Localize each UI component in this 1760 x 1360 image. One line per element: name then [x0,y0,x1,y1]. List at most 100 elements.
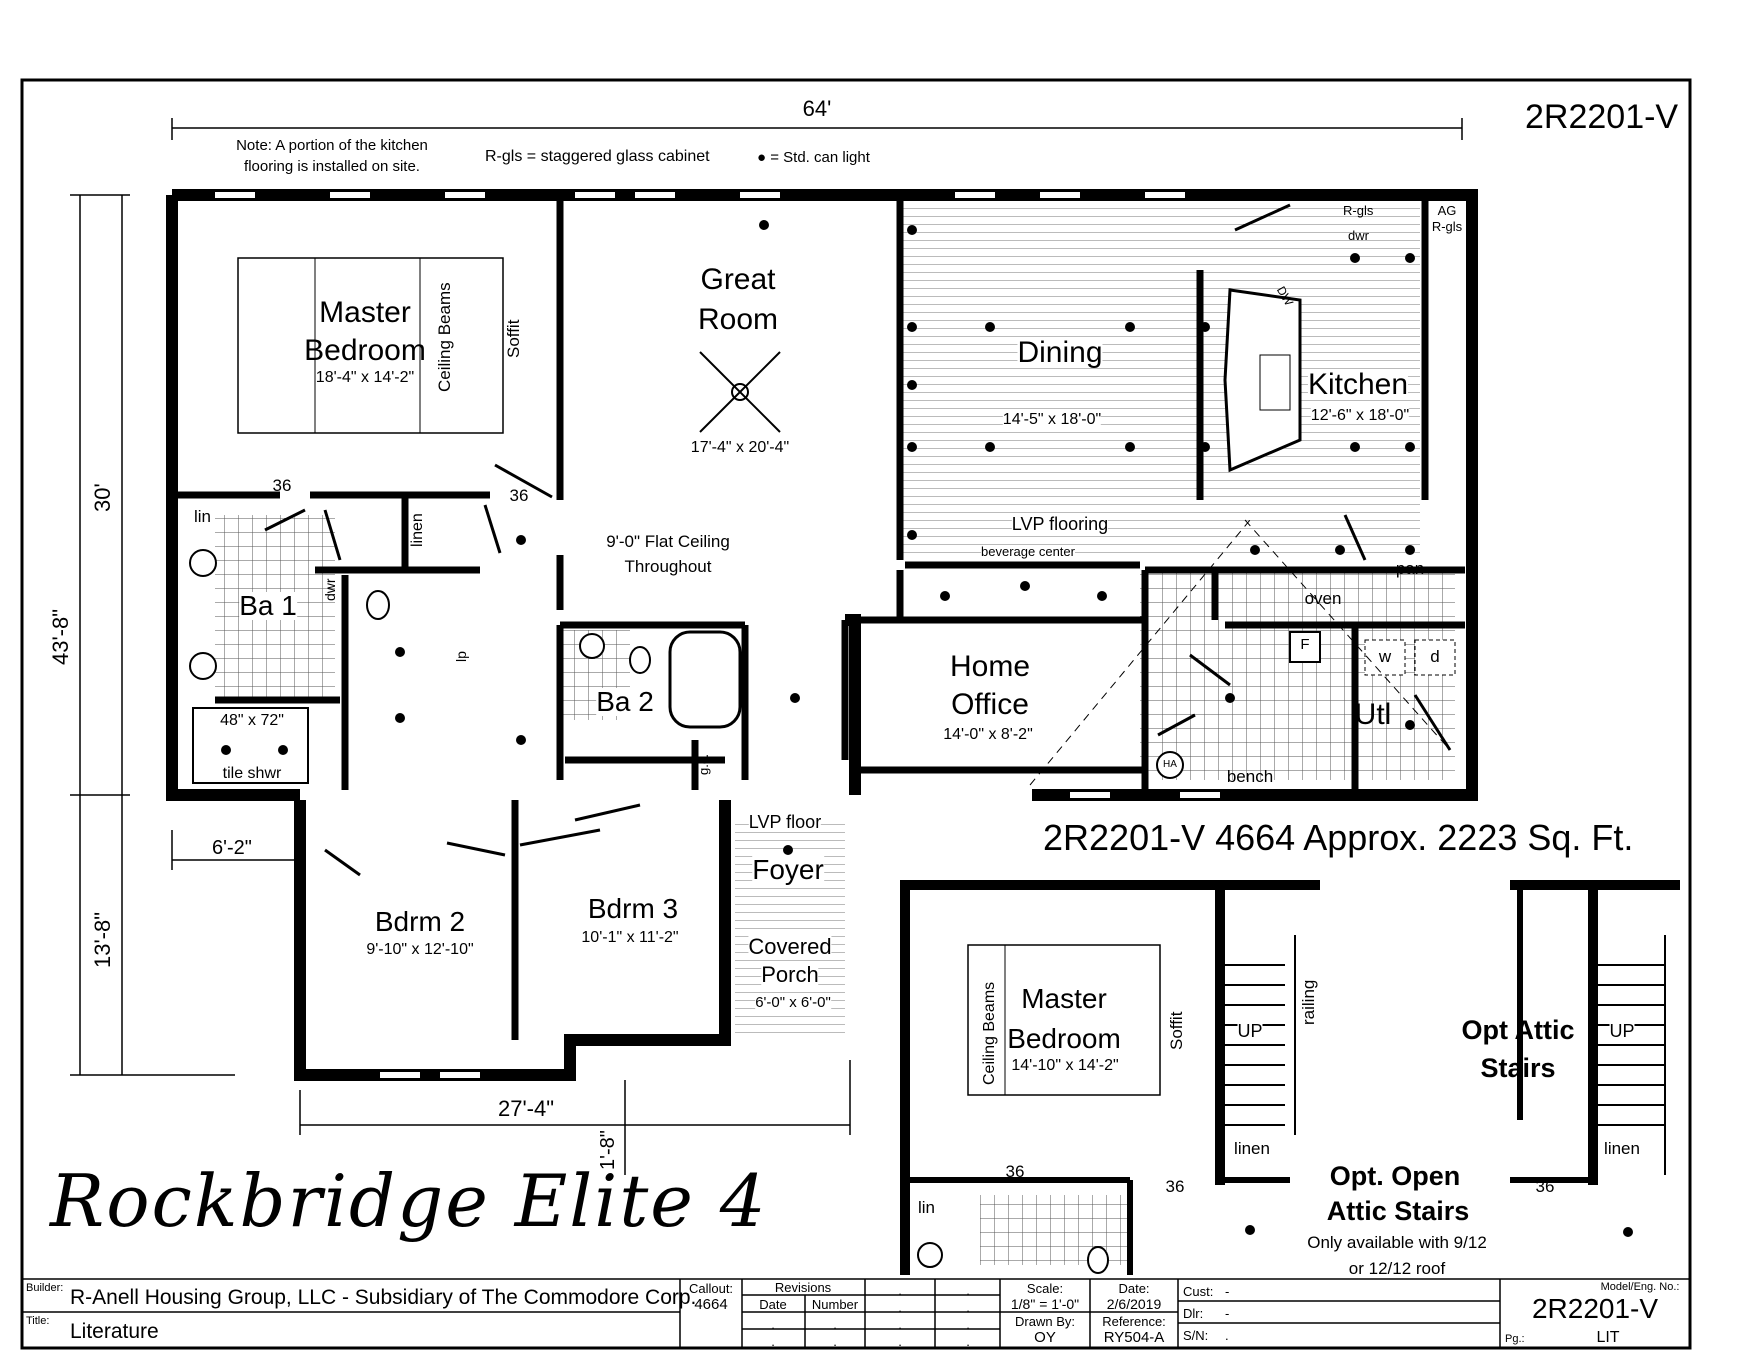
model-id-header: 2R2201-V [1525,98,1679,136]
bath1-title: Ba 1 [239,590,297,621]
opt-attic-stairs-title-2: Stairs [1480,1053,1556,1083]
bedroom2-size: 9'-10" x 12'-10" [366,941,474,958]
door-36-a: 36 [272,476,292,495]
bedroom3-size: 10'-1" x 11'-2" [581,929,679,946]
revisions-number-col: Number [811,1297,859,1312]
shower-size: 48" x 72" [220,712,284,729]
pantry-label: pan [1395,559,1425,578]
plan-name-script: Rockbridge Elite 4 [50,1159,768,1243]
overall-width-dim: 64' [802,96,832,121]
alt-railing-label: railing [1299,979,1318,1025]
ha-label: HA [1163,759,1177,770]
callout-label: Callout: [688,1281,734,1296]
dwr-label: dwr [1348,228,1369,243]
master-bedroom-title-2: Bedroom [304,334,426,367]
dlr-label: Dlr: [1183,1306,1204,1321]
opt-open-stairs-title-1: Opt. Open [1329,1161,1461,1191]
alt-sink [917,1242,943,1268]
bedroom2-title: Bdrm 2 [374,906,466,937]
home-office-title-2: Office [951,688,1029,721]
bathtub [668,630,742,729]
lp-label: lp [453,651,469,662]
alt-plan-interior [905,885,1590,1275]
ha-unit [1156,751,1184,779]
bath2-title: Ba 2 [596,686,654,717]
page-border [20,78,1692,1350]
alt-lin-label: lin [918,1198,936,1217]
kitchen-sink [1259,354,1291,411]
alt-soffit: Soffit [1167,1011,1186,1050]
master-bedroom-title-1: Master [319,296,411,329]
alt-plan-walls [900,880,1680,1275]
lvp-floor-label: LVP floor [748,812,822,832]
dryer-label: d [1430,647,1440,666]
scale-value: 1/8" = 1'-0" [1010,1296,1080,1312]
title-block-grid [22,1278,1690,1348]
furnace-label: F [1300,636,1310,653]
dwr-bath-label: dwr [322,578,338,601]
revisions-dot-11: . [898,1334,902,1349]
revisions-dot-8: . [966,1317,970,1332]
opt-open-note-1: Only available with 9/12 [1307,1233,1487,1252]
dim-30: 30' [90,483,115,512]
date-label: Date: [1118,1281,1150,1296]
kitchen-title: Kitchen [1307,368,1409,401]
tile-shower-label: tile shwr [222,765,282,782]
great-room-title-1: Great [700,263,776,296]
page-label: Pg.: [1505,1333,1525,1345]
drawn-by-label: Drawn By: [1015,1314,1075,1329]
title-value: Literature [70,1320,159,1343]
alt-door-36-a: 36 [1005,1162,1025,1181]
reference-value: RY504-A [1103,1329,1165,1346]
revisions-dot-7: . [898,1317,902,1332]
washer-label: w [1378,647,1392,666]
oven-label: oven [1304,589,1342,608]
kitchen-note-line1: Note: A portion of the kitchen [236,137,428,154]
interior-walls [172,200,1465,1040]
revisions-dot-9: . [771,1334,775,1349]
dlr-value: - [1225,1306,1230,1321]
alt2-up-label: UP [1609,1021,1635,1041]
door-swings [264,203,1452,877]
alt-ceiling-beams: Ceiling Beams [981,981,998,1085]
reference-label: Reference: [1102,1314,1166,1329]
model-label: Model/Eng. No.: [1600,1281,1680,1293]
dining-title: Dining [1017,336,1103,369]
date-value: 2/6/2019 [1106,1296,1162,1312]
can-light-icon: ● [757,149,771,166]
utility-dashed [1244,519,1451,751]
revisions-dot-4: . [966,1300,970,1315]
revisions-dot-5: . [771,1317,775,1332]
great-room-title-2: Room [697,303,779,336]
alt2-linen-label: linen [1604,1139,1640,1158]
dining-size: 14'-5" x 18'-0" [1002,411,1102,428]
home-office-title-1: Home [949,650,1031,683]
dim-27-4: 27'-4" [498,1096,555,1121]
ceiling-fan [699,351,781,433]
bedroom3-title: Bdrm 3 [587,893,679,924]
revisions-dot-12: . [966,1334,970,1349]
master-bedroom-size: 18'-4" x 14'-2" [315,369,415,386]
opt-open-stairs-title-2: Attic Stairs [1326,1196,1470,1226]
alt-master-title-2: Bedroom [1007,1023,1121,1054]
sink-3 [579,633,605,659]
great-room-size: 17'-4" x 20'-4" [690,439,790,456]
alt-stairs [1225,935,1666,1175]
alt-master-size: 14'-10" x 14'-2" [1011,1057,1119,1074]
utility-tile [1140,570,1455,780]
title-label: Title: [26,1315,50,1327]
can-light-legend-text: = Std. can light [770,149,870,166]
opt-open-note-2: or 12/12 roof [1348,1259,1446,1278]
ag-rgls-label: R-gls [1431,219,1463,234]
alt-linen-label: linen [1234,1139,1270,1158]
kitchen-size: 12'-6" x 18'-0" [1310,407,1410,424]
utility-title: Utl [1354,698,1392,731]
gc-label: g.c. [696,754,711,775]
windows-top [215,192,1220,1078]
office-dashed [1029,519,1251,786]
dimension-lines [70,118,1463,1175]
sn-label: S/N: [1183,1328,1209,1343]
flat-ceiling-note-1: 9'-0" Flat Ceiling [606,532,730,551]
covered-porch-title-2: Porch [761,962,819,987]
